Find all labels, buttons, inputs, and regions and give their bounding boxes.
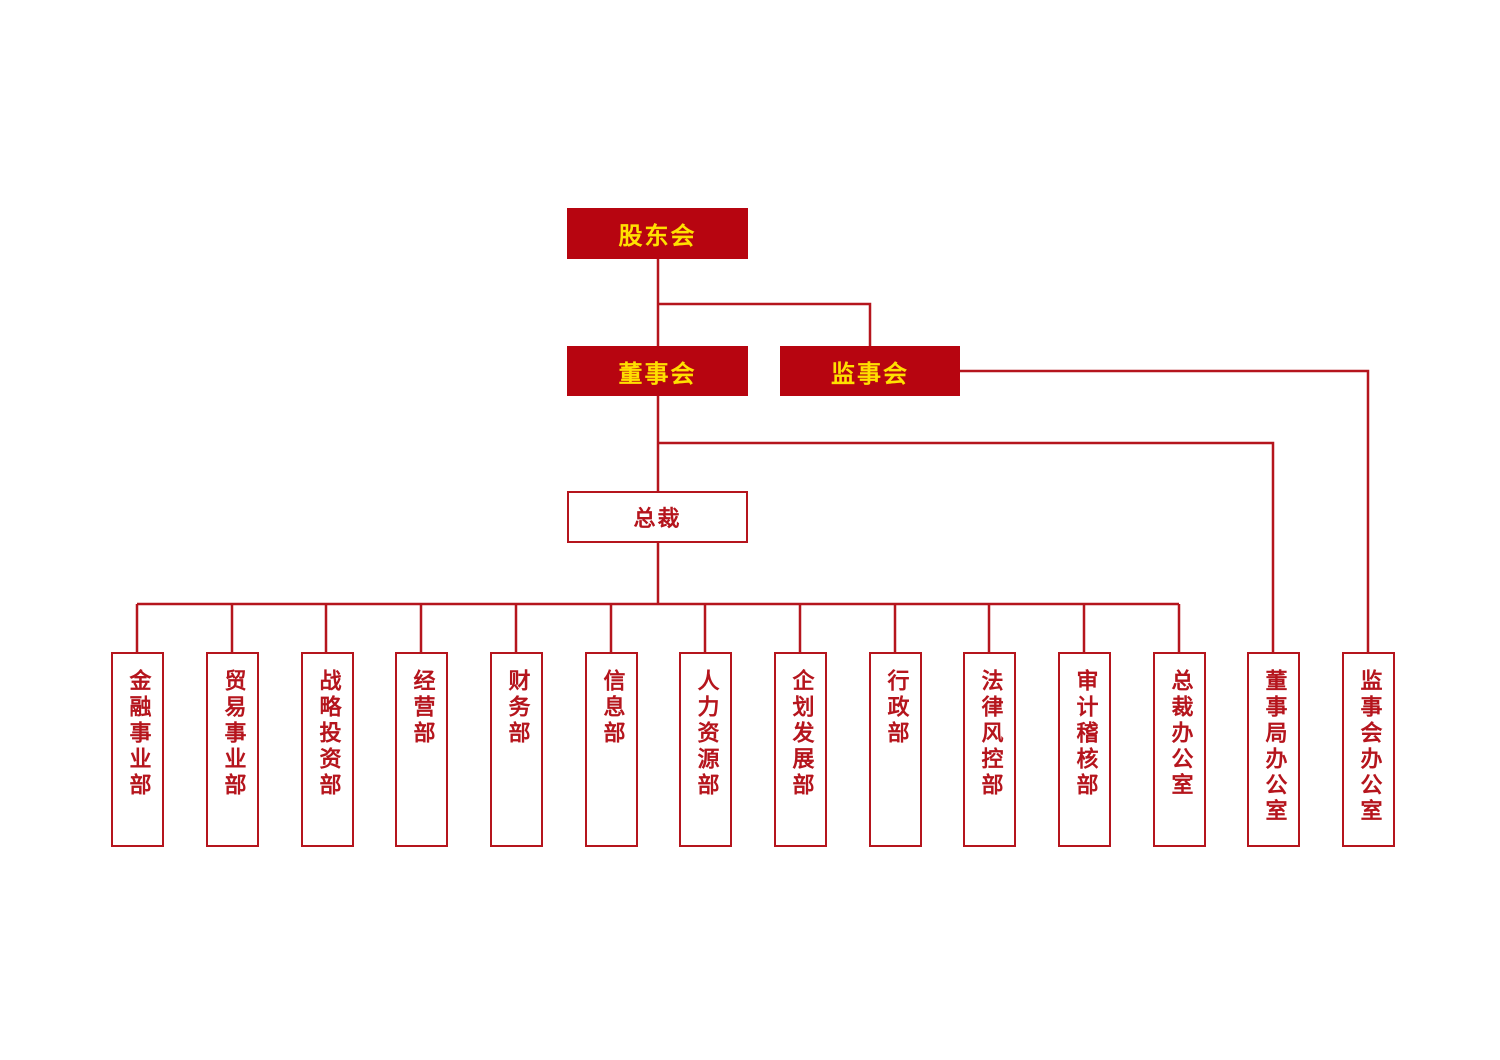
dept-box: 人力资源部 [679,652,732,847]
line-board-office [658,441,1275,652]
line-supervisor-office [960,369,1370,652]
dept-box: 金融事业部 [111,652,164,847]
dept-box: 审计稽核部 [1058,652,1111,847]
dept-box: 总裁办公室 [1153,652,1206,847]
shareholders-label: 股东会 [618,222,697,250]
dept-label: 审计稽核部 [1072,669,1098,799]
dept-label: 金融事业部 [125,669,151,799]
board-office-box: 董事局办公室 [1247,652,1300,847]
supervisors-label: 监事会 [831,359,909,388]
dept-box: 贸易事业部 [206,652,259,847]
shareholders-node: 股东会 [567,208,748,259]
dept-label: 人力资源部 [693,669,719,799]
president-node: 总裁 [567,491,748,543]
dept-box: 企划发展部 [774,652,827,847]
dept-box: 信息部 [585,652,638,847]
dept-label: 贸易事业部 [220,669,246,799]
dept-label: 总裁办公室 [1167,669,1193,799]
dept-box: 行政部 [869,652,922,847]
dept-label: 信息部 [599,669,625,747]
dept-box: 经营部 [395,652,448,847]
supervisor-office-label: 监事会办公室 [1356,669,1382,825]
board-office-label: 董事局办公室 [1261,669,1287,825]
dept-box: 法律风控部 [963,652,1016,847]
dept-label: 经营部 [409,669,435,747]
dept-box: 财务部 [490,652,543,847]
line-shareholders-supervisors [658,302,872,346]
department-drops [135,604,1181,652]
board-node: 董事会 [567,346,748,396]
supervisors-node: 监事会 [780,346,960,396]
president-label: 总裁 [633,507,682,532]
dept-label: 行政部 [883,669,909,747]
supervisor-office-box: 监事会办公室 [1342,652,1395,847]
board-label: 董事会 [618,359,697,388]
dept-label: 财务部 [504,669,530,747]
dept-label: 企划发展部 [788,669,814,799]
dept-label: 战略投资部 [315,669,341,799]
dept-box: 战略投资部 [301,652,354,847]
dept-label: 法律风控部 [977,669,1003,799]
